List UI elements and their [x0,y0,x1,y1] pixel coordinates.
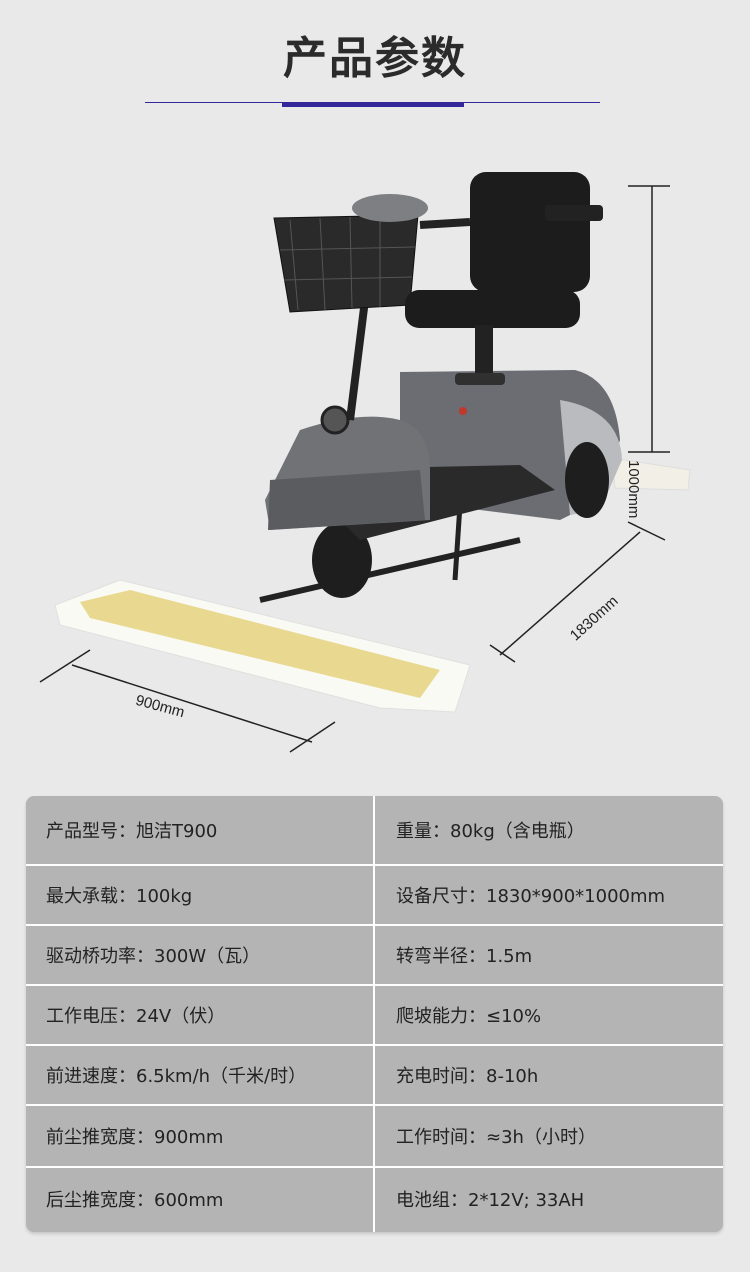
column-divider [373,796,375,1232]
spec-climbing: 爬坡能力：≤10% [396,1006,542,1027]
page-title: 产品参数 [283,33,467,84]
spec-front-width: 前尘推宽度：900mm [46,1127,224,1148]
spec-row: 最大承载：100kg 设备尺寸：1830*900*1000mm [26,866,723,924]
spec-voltage: 工作电压：24V（伏） [46,1006,226,1027]
spec-row: 前进速度：6.5km/h（千米/时） 充电时间：8-10h [26,1046,723,1104]
spec-battery: 电池组：2*12V; 33AH [396,1190,585,1211]
spec-row: 后尘推宽度：600mm 电池组：2*12V; 33AH [26,1168,723,1230]
spec-work-time: 工作时间：≈3h（小时） [396,1127,596,1148]
spec-turning-radius: 转弯半径：1.5m [396,946,533,967]
dimension-lines [39,185,670,753]
spec-charge-time: 充电时间：8-10h [396,1066,539,1087]
spec-row: 产品型号：旭洁T900 重量：80kg（含电瓶） [26,796,723,864]
title-underline-accent [282,102,464,107]
product-image: 1000mm 1830mm 900mm [0,140,750,780]
spec-rear-width: 后尘推宽度：600mm [46,1190,224,1211]
spec-model: 产品型号：旭洁T900 [46,821,218,842]
spec-dimensions: 设备尺寸：1830*900*1000mm [396,886,666,907]
spec-row: 前尘推宽度：900mm 工作时间：≈3h（小时） [26,1106,723,1166]
spec-row: 工作电压：24V（伏） 爬坡能力：≤10% [26,986,723,1044]
spec-max-load: 最大承载：100kg [46,886,193,907]
dust-pusher-scooter-illustration [39,172,691,753]
spec-drive-power: 驱动桥功率：300W（瓦） [46,946,261,967]
spec-row: 驱动桥功率：300W（瓦） 转弯半径：1.5m [26,926,723,984]
spec-weight: 重量：80kg（含电瓶） [396,821,585,842]
spec-speed: 前进速度：6.5km/h（千米/时） [46,1066,307,1087]
height-dimension-label: 1000mm [625,460,642,519]
spec-table: 产品型号：旭洁T900 重量：80kg（含电瓶） 最大承载：100kg 设备尺寸… [26,796,723,1232]
